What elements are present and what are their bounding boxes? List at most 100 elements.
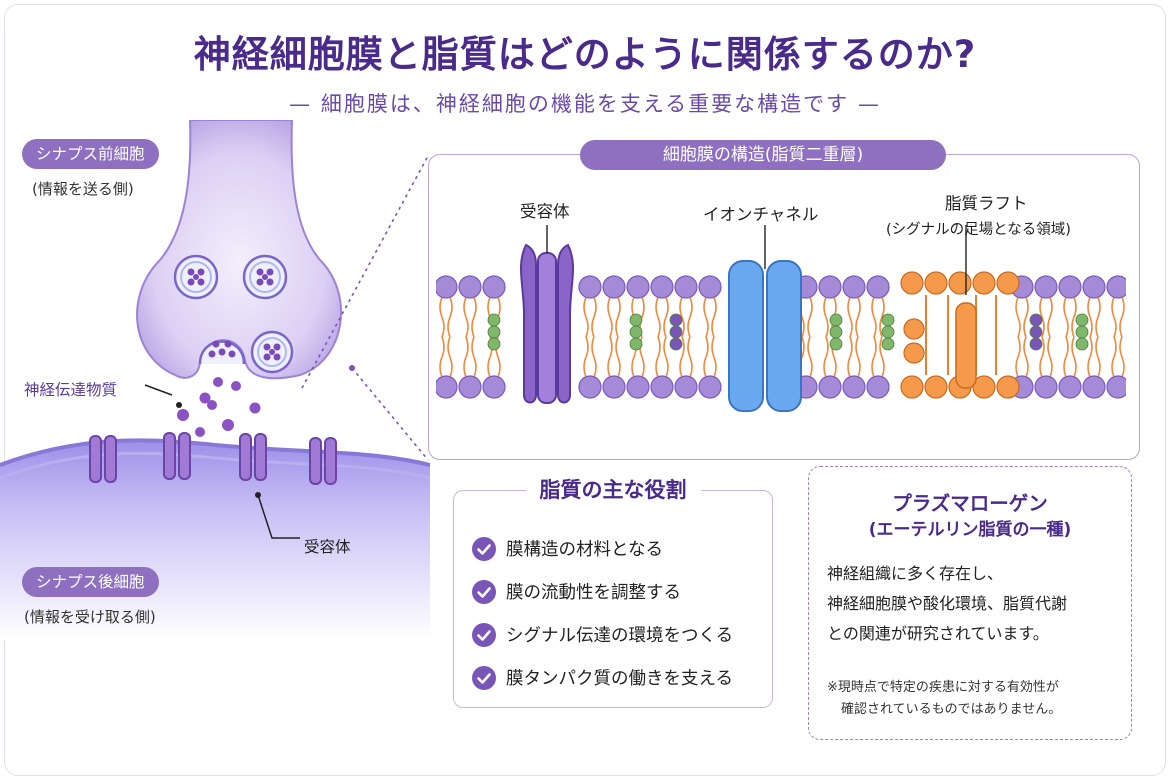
page-title: 神経細胞膜と脂質はどのように関係するのか? <box>193 33 977 76</box>
lipid-tail <box>463 336 469 378</box>
list-item: シグナル伝達の環境をつくる <box>472 613 733 656</box>
role-text: 膜構造の材料となる <box>506 540 663 560</box>
lipid-raft-note: (シグナルの足場となる領域) <box>886 222 1071 238</box>
lipid-tail <box>1087 296 1093 338</box>
lipid-head <box>1058 375 1082 399</box>
lipid-head <box>578 375 602 399</box>
page-subtitle: — 細胞膜は、神経細胞の機能を支える重要な構造です — <box>289 92 881 116</box>
raft-lipid-head <box>900 271 924 295</box>
raft-lipid-head <box>948 271 972 295</box>
lipid-tail <box>583 296 589 338</box>
synaptic-receptor-label: 受容体 <box>304 538 351 556</box>
lipid-tail <box>703 296 709 338</box>
lipid-tail <box>655 336 661 378</box>
lipid-tail <box>1039 336 1045 378</box>
lipid-tail <box>1119 336 1125 378</box>
cholesterol-molecule <box>629 337 643 351</box>
membrane-receptor-label: 受容体 <box>520 202 570 221</box>
lipid-head <box>674 275 698 299</box>
lipid-head <box>866 375 890 399</box>
lipid-head <box>1106 375 1126 399</box>
lipid-head <box>1058 275 1082 299</box>
list-item: 膜の流動性を調整する <box>472 570 733 613</box>
lipid-tail <box>607 296 613 338</box>
plasmalogen-description: 神経組織に多く存在し、 神経細胞膜や酸化環境、脂質代謝 との関連が研究されていま… <box>827 559 1123 649</box>
lipid-tail <box>687 296 693 338</box>
receptor-protein <box>557 243 574 404</box>
lipid-tail <box>823 336 829 378</box>
lipid-tail <box>1095 296 1101 338</box>
plasmalogen-subtitle: (エーテルリン脂質の一種) <box>868 520 1072 540</box>
lipid-tail <box>615 336 621 378</box>
lipid-tail <box>463 296 469 338</box>
disclaimer-note: ※現時点で特定の疾患に対する有効性が 確認されているものではありません。 <box>827 677 1123 721</box>
lipid-tail <box>807 336 813 378</box>
lipid-tail <box>607 336 613 378</box>
lipid-tail <box>871 336 877 378</box>
receptor-protein <box>520 243 537 404</box>
lipid-tail <box>1023 336 1029 378</box>
lipid-tail <box>879 336 885 378</box>
lipid-tail <box>703 336 709 378</box>
vesicle <box>173 254 219 300</box>
description-line: 神経細胞膜や酸化環境、脂質代謝 <box>827 594 1068 613</box>
lipid-roles-list: 膜構造の材料となる 膜の流動性を調整する シグナル伝達の環境をつくる 膜タンパク… <box>472 527 733 699</box>
lipid-tail <box>1063 296 1069 338</box>
lipid-head <box>866 275 890 299</box>
lipid-tail <box>591 296 597 338</box>
cholesterol-molecule <box>829 325 843 339</box>
lipid-tail <box>663 336 669 378</box>
lipid-tail <box>855 336 861 378</box>
lipid-tail <box>1071 296 1077 338</box>
lipid-head <box>1034 375 1058 399</box>
lipid-tail <box>591 336 597 378</box>
lipid-tail <box>1047 336 1053 378</box>
lipid-head <box>842 275 866 299</box>
lipid-tail <box>711 296 717 338</box>
lipid-tail <box>1111 336 1117 378</box>
lipid-head <box>1082 275 1106 299</box>
lipid-tail <box>439 336 445 378</box>
presynaptic-pill: シナプス前細胞 <box>22 139 159 169</box>
disclaimer-line: 確認されているものではありません。 <box>841 702 1062 717</box>
lipid-head <box>698 275 722 299</box>
raft-molecule <box>903 342 925 364</box>
lipid-head <box>1106 275 1126 299</box>
lipid-head <box>818 375 842 399</box>
vesicle <box>242 254 288 300</box>
lipid-tail <box>1071 336 1077 378</box>
lipid-head <box>458 275 482 299</box>
raft-lipid-head <box>996 375 1020 399</box>
disclaimer-line: ※現時点で特定の疾患に対する有効性が <box>827 680 1059 695</box>
postsynaptic-pill: シナプス後細胞 <box>22 567 159 597</box>
synaptic-receptors <box>89 432 337 485</box>
cholesterol-molecule <box>1029 313 1043 327</box>
lipid-tail <box>1095 336 1101 378</box>
lipid-tail <box>807 296 813 338</box>
lipid-tail <box>679 296 685 338</box>
lipid-tail <box>471 336 477 378</box>
cholesterol-molecule <box>881 337 895 351</box>
cholesterol-molecule <box>487 325 501 339</box>
lipid-tail <box>1015 336 1021 378</box>
ion-channel <box>766 260 802 412</box>
raft-lipid-head <box>900 375 924 399</box>
lipid-raft-label: 脂質ラフト <box>945 194 1028 213</box>
receptor-protein <box>537 252 557 404</box>
cholesterol-molecule <box>1029 325 1043 339</box>
cholesterol-molecule <box>1075 325 1089 339</box>
lipid-tail <box>447 296 453 338</box>
raft-lipid-tails <box>925 295 997 375</box>
lipid-head <box>602 275 626 299</box>
raft-lipid-head <box>996 271 1020 295</box>
lipid-head <box>578 275 602 299</box>
lipid-tail <box>1087 336 1093 378</box>
raft-molecule <box>903 318 925 340</box>
cholesterol-molecule <box>669 313 683 327</box>
lipid-tail <box>1119 296 1125 338</box>
lipid-head <box>650 275 674 299</box>
lipid-tail <box>879 296 885 338</box>
description-line: との関連が研究されています。 <box>827 624 1049 643</box>
lipid-tail <box>1063 336 1069 378</box>
lipid-head <box>458 375 482 399</box>
